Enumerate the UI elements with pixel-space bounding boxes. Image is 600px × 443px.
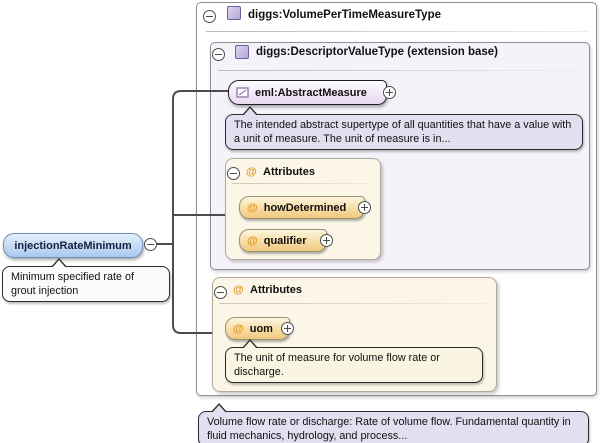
element-doc: Minimum specified rate of grout injectio… [2,266,170,302]
element-label: injectionRateMinimum [14,240,131,252]
collapse-toggle-icon[interactable] [144,238,157,251]
expand-toggle-icon[interactable] [320,234,333,247]
collapse-toggle-icon[interactable] [227,167,240,180]
divider [232,183,372,184]
attribute-icon: @ [233,323,244,335]
attribute-icon: @ [233,284,244,296]
abstract-measure-label: eml:AbstractMeasure [255,87,367,99]
expand-toggle-icon[interactable] [281,322,294,335]
element-node-injectionrateminimum[interactable]: injectionRateMinimum [3,233,143,258]
attribute-label: qualifier [264,235,307,247]
attribute-howdetermined[interactable]: @ howDetermined [239,196,365,219]
root-type-doc: Volume flow rate or discharge: Rate of v… [198,411,589,443]
expand-toggle-icon[interactable] [383,86,396,99]
collapse-toggle-icon[interactable] [212,48,225,61]
attribute-label: howDetermined [264,202,347,214]
divider [218,70,580,71]
attribute-qualifier[interactable]: @ qualifier [239,229,327,252]
element-icon [236,87,249,98]
abstract-measure-doc: The intended abstract supertype of all q… [225,114,583,150]
extension-base-title: diggs:DescriptorValueType (extension bas… [256,46,498,58]
attribute-icon: @ [247,202,258,214]
collapse-toggle-icon[interactable] [214,286,227,299]
attribute-icon: @ [247,235,258,247]
divider [206,31,589,32]
expand-toggle-icon[interactable] [358,201,371,214]
collapse-toggle-icon[interactable] [203,10,216,23]
divider [219,303,487,304]
attributes-title: Attributes [250,284,302,296]
attributes-title: Attributes [263,166,315,178]
root-type-title: diggs:VolumePerTimeMeasureType [248,9,441,21]
abstract-measure-node[interactable]: eml:AbstractMeasure [228,80,387,105]
complex-type-icon [227,6,241,20]
attribute-icon: @ [246,166,257,178]
complex-type-icon [235,45,249,59]
uom-doc: The unit of measure for volume flow rate… [225,347,483,383]
attribute-label: uom [250,323,273,335]
